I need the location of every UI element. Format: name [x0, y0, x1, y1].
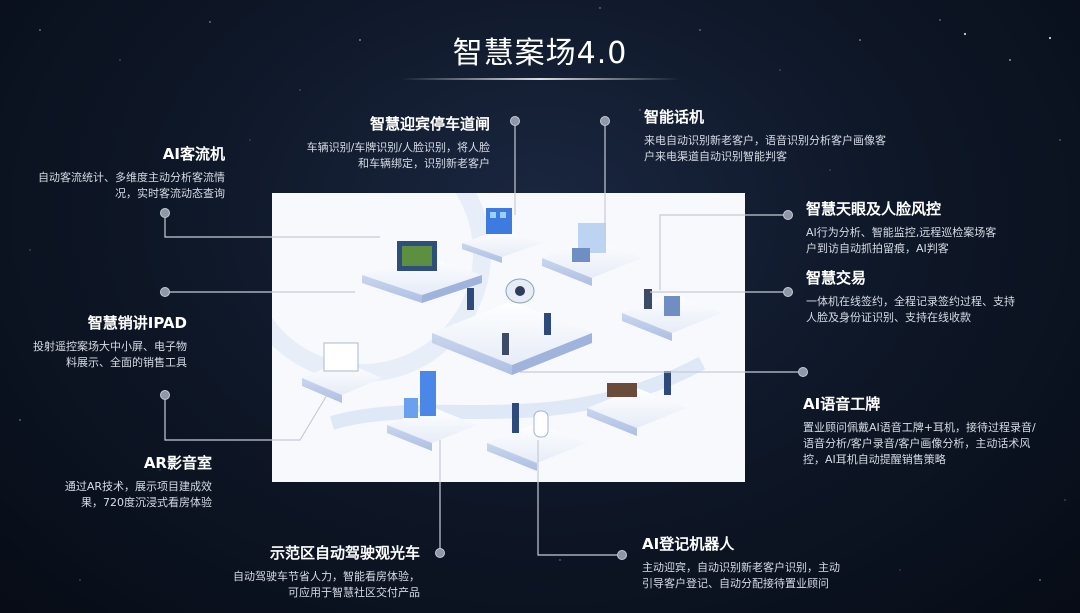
feature-desc: 自动客流统计、多维度主动分析客流情况，实时客流动态查询 [38, 171, 225, 200]
sales-office-illustration [272, 193, 745, 482]
dot-sales-ipad [160, 287, 170, 297]
feature-desc: 来电自动识别新老客户，语音识别分析客户画像客户来电渠道自动识别智能判客 [644, 134, 886, 163]
feature-title: 示范区自动驾驶观光车 [269, 544, 420, 562]
tile-traffic [362, 241, 482, 303]
tile-ipad [302, 342, 382, 403]
feature-desc: 主动迎宾，自动识别新老客户识别，主动引导客户登记、自动分配接待置业顾问 [642, 561, 840, 590]
dot-ai-traffic [160, 208, 170, 218]
feature-desc: 车辆识别/车牌识别/人脸识别，将人脸和车辆绑定，识别新老客户 [306, 141, 490, 170]
feature-title: AI语音工牌 [803, 395, 881, 413]
dot-parking-gate [510, 116, 520, 126]
tile-city [387, 371, 477, 451]
tile-trade [622, 289, 722, 341]
feature-title: 智慧迎宾停车道闸 [369, 115, 490, 133]
feature-smart-phone: 智能话机 来电自动识别新老客户，语音识别分析客户画像客户来电渠道自动识别智能判客 [644, 106, 894, 165]
feature-title: 智慧交易 [806, 269, 867, 287]
feature-desc: 自动驾驶车节省人力，智能看房体验，可应用于智慧社区交付产品 [233, 570, 420, 599]
dot-ar-room [160, 390, 170, 400]
feature-skyeye: 智慧天眼及人脸风控 AI行为分析、智能监控,远程巡检案场客户到访自动抓拍留痕，A… [806, 198, 1006, 257]
feature-smart-trade: 智慧交易 一体机在线签约，全程记录签约过程、支持人脸及身份证识别、支持在线收款 [806, 267, 1021, 326]
dot-smart-phone [600, 116, 610, 126]
feature-auto-car: 示范区自动驾驶观光车 自动驾驶车节省人力，智能看房体验，可应用于智慧社区交付产品 [225, 542, 420, 601]
dot-auto-car [435, 548, 445, 558]
feature-desc: 通过AR技术，展示项目建成效果，720度沉浸式看房体验 [64, 480, 212, 509]
feature-desc: 投射遥控案场大中小屏、电子物料展示、全面的销售工具 [33, 340, 187, 369]
feature-title: AR影音室 [143, 454, 212, 472]
feature-title: 智慧销讲IPAD [87, 314, 187, 332]
feature-ar-room: AR影音室 通过AR技术，展示项目建成效果，720度沉浸式看房体验 [50, 452, 212, 511]
feature-desc: AI行为分析、智能监控,远程巡检案场客户到访自动抓拍留痕，AI判客 [806, 226, 997, 255]
tile-center [432, 278, 592, 375]
feature-title: AI登记机器人 [642, 535, 735, 553]
feature-desc: 置业顾问佩戴AI语音工牌+耳机，接待过程录音/语音分析/客户录音/客户画像分析，… [803, 421, 1036, 466]
isometric-scene [272, 193, 722, 471]
feature-title: 智能话机 [644, 108, 705, 126]
tile-phone [542, 223, 642, 286]
feature-ai-traffic: AI客流机 自动客流统计、多维度主动分析客流情况，实时客流动态查询 [20, 143, 225, 202]
feature-ai-voice-badge: AI语音工牌 置业顾问佩戴AI语音工牌+耳机，接待过程录音/语音分析/客户录音/… [803, 393, 1043, 468]
title-underline [400, 78, 680, 80]
feature-parking-gate: 智慧迎宾停车道闸 车辆识别/车牌识别/人脸识别，将人脸和车辆绑定，识别新老客户 [300, 113, 490, 172]
dot-smart-trade [783, 287, 793, 297]
dot-ai-voice [798, 367, 808, 377]
feature-title: AI客流机 [162, 145, 225, 163]
feature-ai-robot: AI登记机器人 主动迎宾，自动识别新老客户识别，主动引导客户登记、自动分配接待置… [642, 533, 842, 592]
dot-skyeye [783, 210, 793, 220]
feature-title: 智慧天眼及人脸风控 [806, 200, 942, 218]
feature-desc: 一体机在线签约，全程记录签约过程、支持人脸及身份证识别、支持在线收款 [806, 295, 1015, 324]
page-title: 智慧案场4.0 [452, 36, 628, 71]
tile-gate [462, 208, 542, 263]
feature-sales-ipad: 智慧销讲IPAD 投射遥控案场大中小屏、电子物料展示、全面的销售工具 [25, 312, 187, 371]
dot-ai-robot [617, 550, 627, 560]
tile-voice [587, 371, 687, 436]
